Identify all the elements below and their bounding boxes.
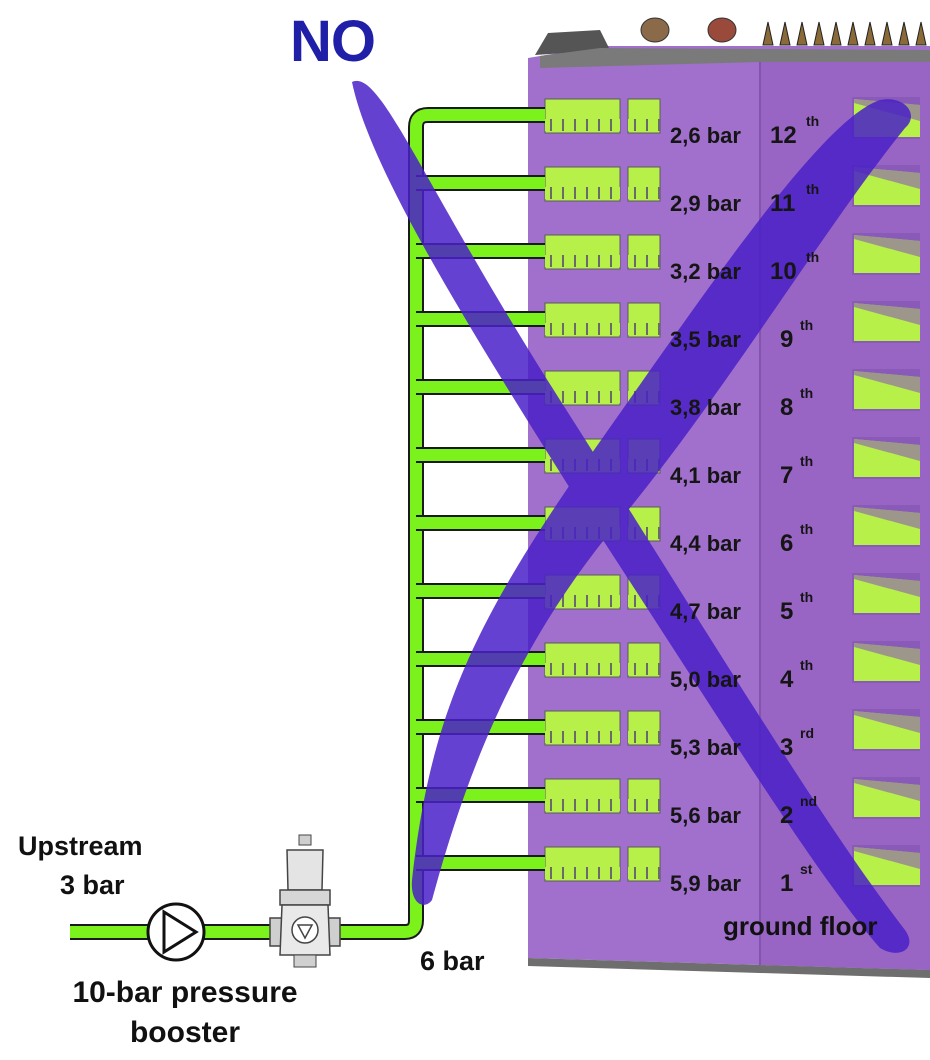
floor-suffix: th — [800, 589, 814, 605]
floor-number: 4 — [780, 666, 794, 693]
floor-suffix: th — [806, 113, 820, 129]
floor-number: 7 — [780, 462, 794, 489]
floor-row: 5,3 bar 3 rd — [0, 725, 930, 767]
floor-number: 12 — [770, 122, 797, 149]
floor-pressure: 4,1 bar — [670, 463, 741, 488]
upstream-pressure-label: 3 bar — [60, 870, 125, 900]
floor-row: 4,7 bar 5 th — [0, 589, 930, 631]
floor-suffix: th — [806, 249, 820, 265]
floor-number: 2 — [780, 802, 794, 829]
floor-row: 3,5 bar 9 th — [0, 317, 930, 359]
floor-number: 1 — [780, 870, 794, 897]
floor-suffix: th — [800, 521, 814, 537]
roof-unit — [535, 30, 610, 55]
floor-number: 3 — [780, 734, 794, 761]
floor-row: 5,6 bar 2 nd — [0, 793, 930, 835]
floor-pressure: 5,9 bar — [670, 871, 741, 896]
upstream-label: Upstream — [18, 831, 143, 861]
booster-label-line2: booster — [129, 1016, 240, 1049]
floor-pressure: 5,6 bar — [670, 803, 741, 828]
floor-pressure: 5,0 bar — [670, 667, 741, 692]
floor-number: 6 — [780, 530, 794, 557]
cross-out-mark — [352, 80, 911, 953]
floor-pressure: 3,2 bar — [670, 259, 741, 284]
floor-row: 2,9 bar 11 th — [0, 181, 930, 223]
floor-suffix: st — [800, 861, 813, 877]
floor-suffix: rd — [800, 725, 814, 741]
pressure-reducing-valve-icon — [269, 834, 341, 968]
booster-label-line1: 10-bar pressure — [72, 976, 298, 1009]
floor-suffix: th — [800, 453, 814, 469]
riser-pressure-label: 6 bar — [420, 946, 485, 976]
floor-row: 4,1 bar 7 th — [0, 453, 930, 495]
title-no: NO — [290, 9, 376, 74]
floor-row: 5,0 bar 4 th — [0, 657, 930, 699]
ground-floor-label: ground floor — [723, 911, 878, 941]
floor-number: 5 — [780, 598, 794, 625]
floor-pressure: 4,4 bar — [670, 531, 741, 556]
floor-row: 4,4 bar 6 th — [0, 521, 930, 563]
floor-suffix: nd — [800, 793, 818, 809]
floor-suffix: th — [800, 385, 814, 401]
floor-suffix: th — [800, 657, 814, 673]
floor-number: 10 — [770, 258, 797, 285]
floor-pressure: 3,8 bar — [670, 395, 741, 420]
floor-pressure: 2,9 bar — [670, 191, 741, 216]
floor-number: 8 — [780, 394, 794, 421]
floor-suffix: th — [806, 181, 820, 197]
floor-number: 9 — [780, 326, 794, 353]
floor-number: 11 — [770, 190, 796, 217]
floor-pressure: 4,7 bar — [670, 599, 741, 624]
floor-row: 2,6 bar 12 th — [0, 113, 930, 155]
floor-row: 3,8 bar 8 th — [0, 385, 930, 427]
floor-row: 5,9 bar 1 st — [0, 861, 930, 903]
floor-pressure: 2,6 bar — [670, 123, 741, 148]
windows — [544, 97, 920, 887]
floor-pressure: 5,3 bar — [670, 735, 741, 760]
floor-pressure: 3,5 bar — [670, 327, 741, 352]
rooftop-plant-icon — [640, 17, 927, 46]
floor-suffix: th — [800, 317, 814, 333]
pump-icon — [146, 902, 206, 962]
floor-row: 3,2 bar 10 th — [0, 249, 930, 291]
